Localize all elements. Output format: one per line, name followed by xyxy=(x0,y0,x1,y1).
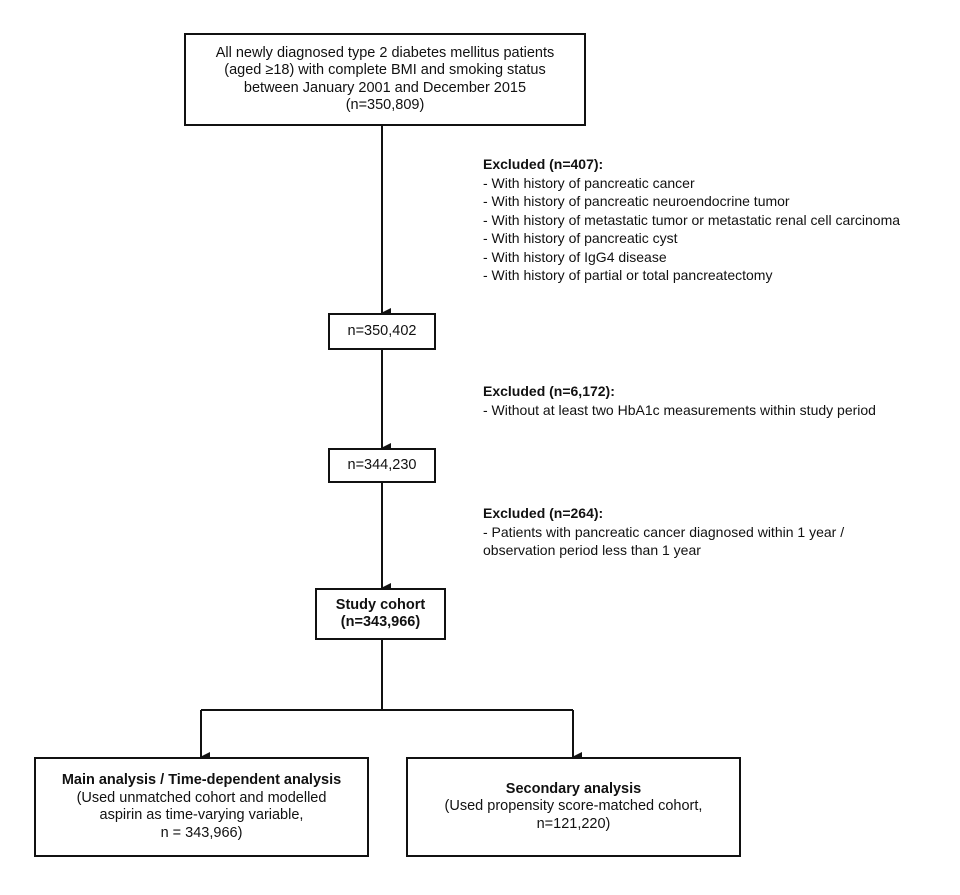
exclusion-1-item: - With history of pancreatic cancer xyxy=(483,174,695,191)
secondary-analysis-title: Secondary analysis xyxy=(505,780,642,797)
main-analysis-title: Main analysis / Time-dependent analysis xyxy=(61,772,342,788)
main-analysis-line: aspirin as time-varying variable, xyxy=(99,807,304,823)
main-analysis-line: (Used unmatched cohort and modelled xyxy=(76,789,327,806)
initial-population-line-3: between January 2001 and December 2015 xyxy=(243,79,527,96)
exclusion-2-item: - Without at least two HbA1c measurement… xyxy=(483,401,876,418)
exclusion-1-item: - With history of metastatic tumor or me… xyxy=(483,211,901,228)
secondary-analysis-box: Secondary analysis (Used propensity scor… xyxy=(406,757,741,857)
initial-population-line-2: (aged ≥18) with complete BMI and smoking… xyxy=(224,62,546,78)
exclusion-1-item: - With history of partial or total pancr… xyxy=(483,267,773,283)
study-cohort-count: (n=343,966) xyxy=(340,614,421,630)
after-first-exclusion-count: n=350,402 xyxy=(347,322,417,339)
initial-population-line-1: All newly diagnosed type 2 diabetes mell… xyxy=(215,44,555,61)
after-first-exclusion-box: n=350,402 xyxy=(328,313,436,350)
study-cohort-title: Study cohort xyxy=(335,596,426,613)
exclusion-1-item: - With history of pancreatic neuroendocr… xyxy=(483,193,790,209)
initial-population-box: All newly diagnosed type 2 diabetes mell… xyxy=(184,33,586,126)
exclusion-1-title: Excluded (n=407): xyxy=(483,156,604,172)
exclusion-3-item: - Patients with pancreatic cancer diagno… xyxy=(483,523,845,540)
exclusion-3-item: observation period less than 1 year xyxy=(483,542,701,558)
study-cohort-box: Study cohort (n=343,966) xyxy=(315,588,446,640)
exclusion-3-title: Excluded (n=264): xyxy=(483,505,604,521)
exclusion-block-2: Excluded (n=6,172): - Without at least t… xyxy=(483,382,876,419)
main-analysis-count: n = 343,966) xyxy=(160,824,243,841)
after-second-exclusion-count: n=344,230 xyxy=(347,456,417,473)
exclusion-2-title: Excluded (n=6,172): xyxy=(483,383,615,399)
exclusion-block-1: Excluded (n=407): - With history of panc… xyxy=(483,155,900,285)
exclusion-1-item: - With history of pancreatic cyst xyxy=(483,230,678,246)
secondary-analysis-line: (Used propensity score-matched cohort, xyxy=(444,798,703,815)
initial-population-count: (n=350,809) xyxy=(345,97,425,113)
secondary-analysis-count: n=121,220) xyxy=(536,815,611,832)
main-analysis-box: Main analysis / Time-dependent analysis … xyxy=(34,757,369,857)
exclusion-1-item: - With history of IgG4 disease xyxy=(483,248,667,265)
exclusion-block-3: Excluded (n=264): - Patients with pancre… xyxy=(483,504,844,560)
after-second-exclusion-box: n=344,230 xyxy=(328,448,436,483)
